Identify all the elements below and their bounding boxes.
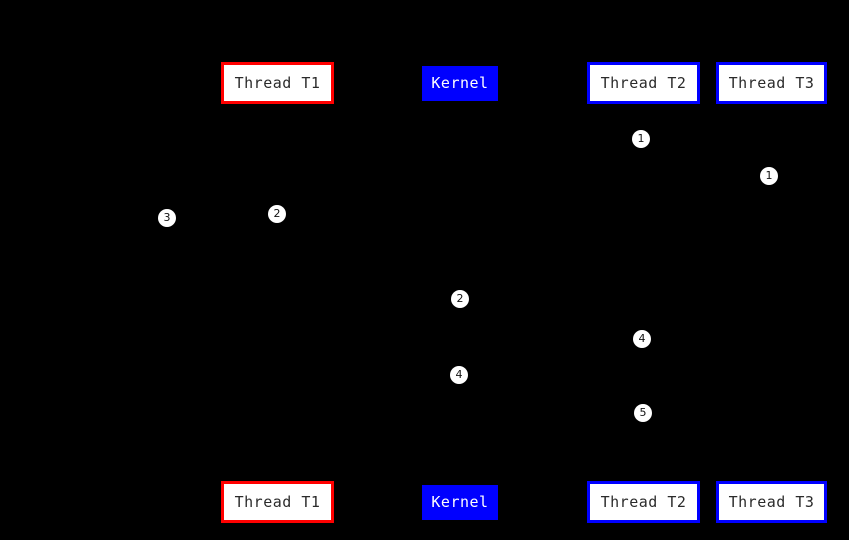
lifeline-stub-t3-bottom [770, 478, 773, 481]
participant-label: Kernel [431, 493, 489, 511]
participant-label: Thread T1 [234, 492, 321, 511]
lifeline-t3 [771, 104, 772, 481]
lifeline-stub-t2-bottom [642, 478, 645, 481]
participant-label: Thread T3 [728, 492, 815, 511]
participant-header-thread-t2[interactable]: Thread T2 [587, 62, 700, 104]
message-arrow-3 [94, 227, 277, 228]
sequence-badge: 4 [450, 366, 468, 384]
message-arrow-5 [460, 348, 643, 349]
participant-footer-thread-t1[interactable]: Thread T1 [221, 481, 334, 523]
sequence-badge: 1 [632, 130, 650, 148]
lifeline-t1 [277, 104, 278, 481]
participant-header-thread-t1[interactable]: Thread T1 [221, 62, 334, 104]
participant-footer-thread-t2[interactable]: Thread T2 [587, 481, 700, 523]
message-arrow-6 [460, 382, 644, 388]
participant-label: Thread T2 [600, 73, 687, 92]
participant-footer-thread-t3[interactable]: Thread T3 [716, 481, 827, 523]
message-arrow-2 [643, 185, 771, 186]
participant-label: Thread T2 [600, 492, 687, 511]
message-arrow-4 [460, 306, 644, 312]
lifeline-stub-t1-bottom [276, 478, 279, 481]
participant-label: Thread T3 [728, 73, 815, 92]
lifeline-t2 [643, 104, 644, 481]
sequence-badge: 3 [158, 209, 176, 227]
sequence-badge: 5 [634, 404, 652, 422]
participant-header-kernel[interactable]: Kernel [422, 66, 498, 101]
participant-label: Kernel [431, 74, 489, 92]
message-arrow-1 [643, 145, 772, 151]
sequence-badge: 2 [451, 290, 469, 308]
participant-label: Thread T1 [234, 73, 321, 92]
participant-footer-kernel[interactable]: Kernel [422, 485, 498, 520]
participant-header-thread-t3[interactable]: Thread T3 [716, 62, 827, 104]
sequence-badge: 2 [268, 205, 286, 223]
message-arrow-7 [460, 422, 643, 423]
sequence-badge: 4 [633, 330, 651, 348]
sequence-badge: 1 [760, 167, 778, 185]
